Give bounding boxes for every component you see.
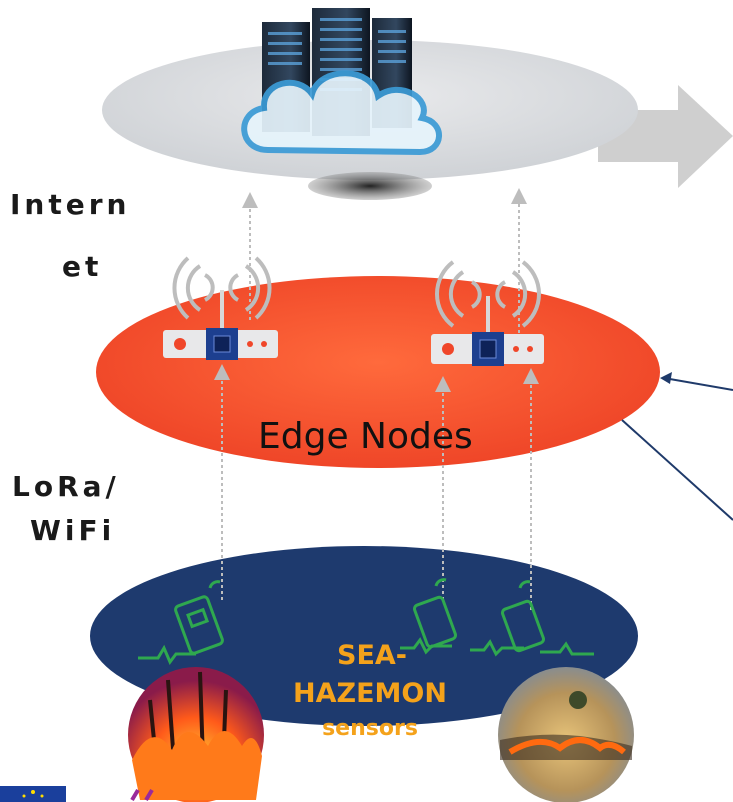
eu-flag-icon: [0, 786, 66, 802]
sensors-label-line3: sensors: [322, 716, 418, 741]
edge-node-left: [163, 256, 278, 360]
sensor-device-icon: [138, 580, 224, 665]
edge-nodes-title: Edge Nodes: [258, 416, 473, 457]
internet-cloud-layer: [102, 8, 638, 200]
lora-wifi-label-line2: WiFi: [30, 514, 116, 547]
sensor-device-icon: [400, 578, 457, 655]
lora-wifi-label-line1: LoRa/: [12, 470, 120, 503]
logo-partial-icon: [130, 788, 154, 802]
data-link-lines: [214, 188, 539, 610]
grass-fire-image: [498, 667, 634, 802]
cloud-icon: [241, 70, 442, 156]
internet-label-line1: Intern: [10, 188, 131, 221]
wifi-antenna-icon: [172, 256, 272, 330]
chip-device-icon: [163, 328, 278, 360]
sensor-devices: [138, 578, 594, 665]
wildfire-forest-image: [128, 667, 264, 802]
wifi-antenna-icon: [435, 260, 541, 336]
internet-label-line2: et: [62, 250, 103, 283]
edge-node-right: [431, 260, 544, 366]
chip-device-icon: [431, 332, 544, 366]
sensor-device-icon: [470, 580, 594, 657]
sensors-label-line2: HAZEMON: [293, 678, 447, 709]
sensors-label-line1: SEA-: [337, 640, 407, 671]
connector-lines: [621, 372, 733, 521]
